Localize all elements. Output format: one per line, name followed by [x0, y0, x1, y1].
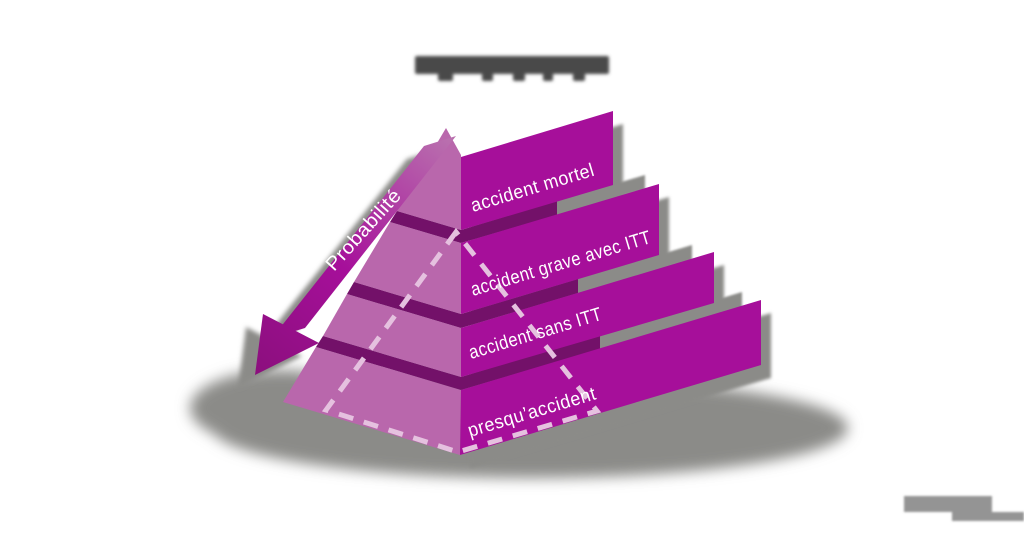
redacted-title-block [415, 56, 609, 81]
level-1-side-face [397, 128, 461, 230]
level-4-side-face [283, 347, 461, 455]
dashed-pyramid-outline [321, 227, 602, 455]
level-3-side-face [323, 294, 461, 377]
pyramid-front-faces [460, 111, 761, 455]
level-1-front-face [461, 111, 613, 230]
level-4-front-face [460, 300, 761, 455]
arrow-head [255, 314, 319, 375]
level-3-front-face [461, 252, 714, 377]
redacted-watermark-block [904, 496, 1024, 521]
level-2-front-face [461, 184, 659, 314]
pyramid-side-faces [283, 128, 461, 455]
gap-shadow-strips [557, 175, 742, 349]
level-2-side-face [354, 222, 461, 314]
